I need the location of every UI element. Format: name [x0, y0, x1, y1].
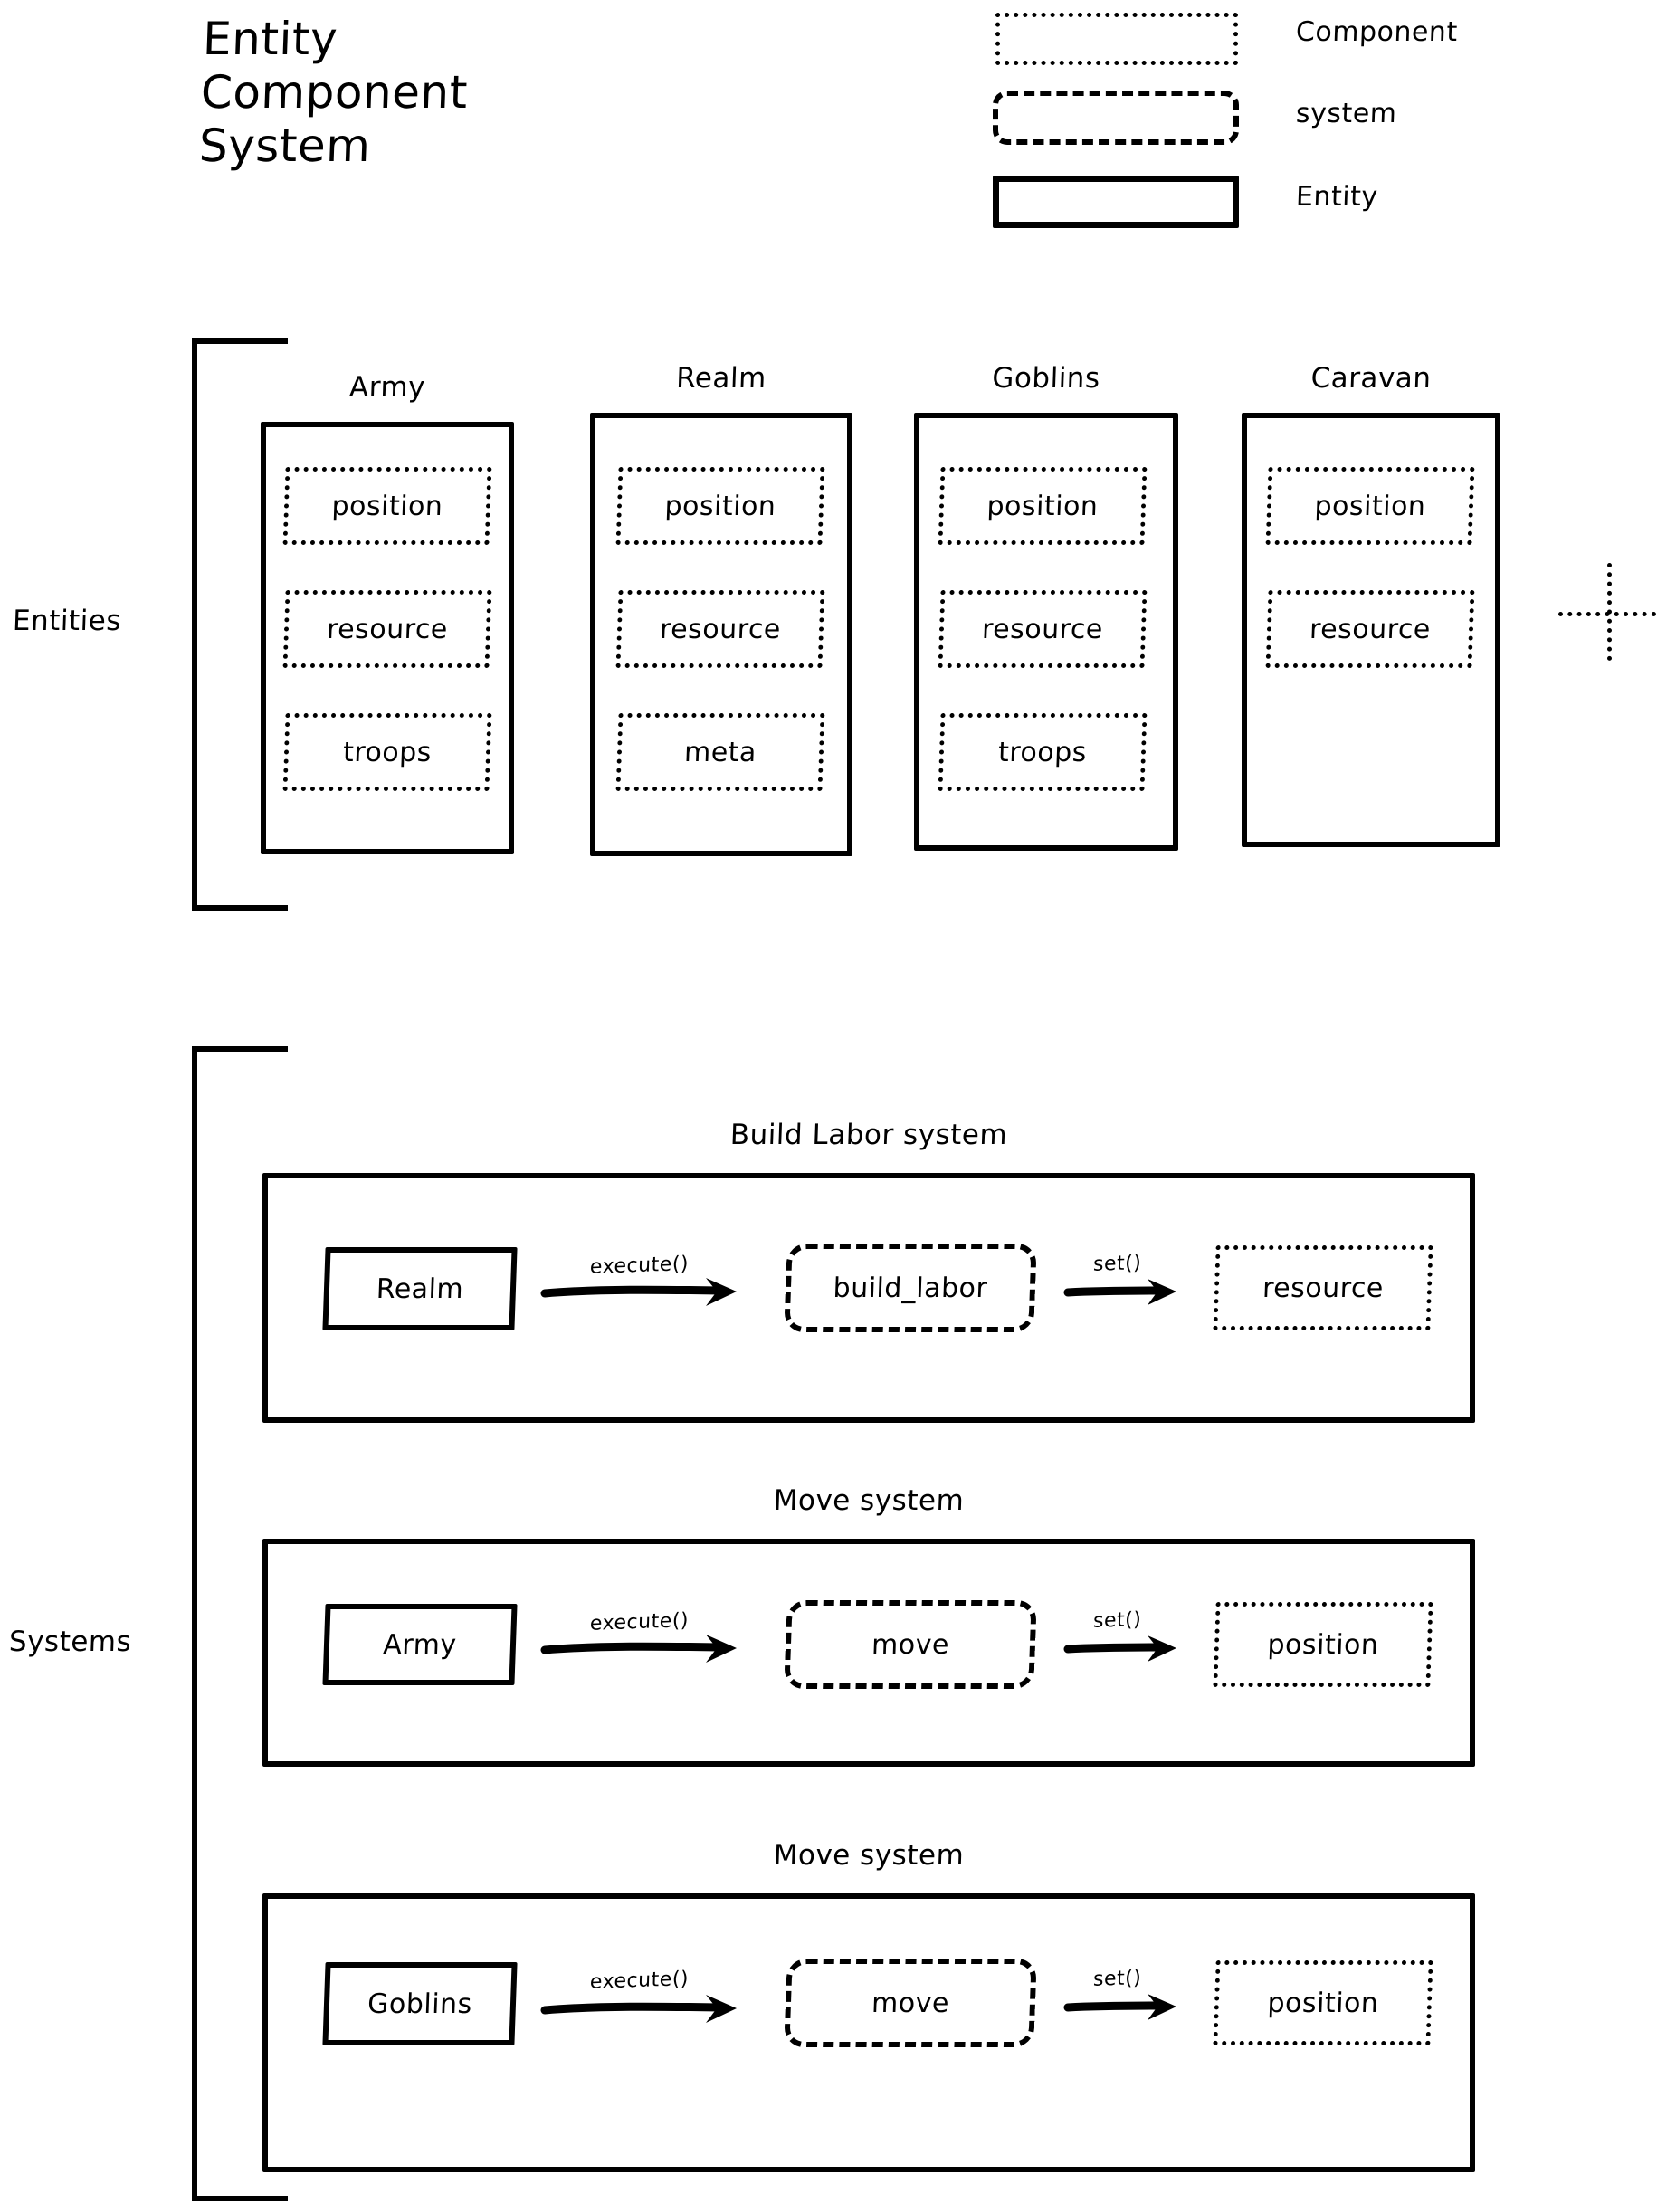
entity-title-army: Army: [348, 371, 426, 404]
component-chip-position[interactable]: position: [282, 467, 492, 545]
entity-card-realm[interactable]: Realm position resource meta: [590, 362, 852, 856]
legend-label-system: system: [1295, 98, 1398, 129]
set-arrow-icon: [1063, 1989, 1195, 2026]
legend-swatch-system: [993, 91, 1239, 145]
execute-arrow-icon: [540, 1273, 753, 1312]
component-chip-resource[interactable]: resource: [1265, 590, 1475, 668]
legend-label-entity: Entity: [1295, 181, 1379, 213]
system-component-chip[interactable]: resource: [1213, 1245, 1433, 1330]
component-chip-resource[interactable]: resource: [938, 590, 1148, 668]
title-line-3: System: [197, 119, 372, 172]
legend-label-component: Component: [1295, 16, 1459, 48]
system-row-build-labor[interactable]: Build Labor system Realm execute() build…: [262, 1119, 1475, 1423]
system-row-move-army[interactable]: Move system Army execute() move set() po…: [262, 1484, 1475, 1767]
systems-group-label: Systems: [8, 1626, 132, 1658]
set-arrow-label: set(): [1092, 1608, 1142, 1633]
system-title: Build Labor system: [729, 1119, 1008, 1151]
set-arrow-icon: [1063, 1274, 1195, 1311]
entity-title-realm: Realm: [675, 362, 767, 395]
component-chip-position[interactable]: position: [938, 467, 1148, 545]
title-line-1: Entity: [202, 13, 339, 65]
set-arrow-label: set(): [1092, 1252, 1142, 1276]
component-chip-resource[interactable]: resource: [282, 590, 492, 668]
entity-title-caravan: Caravan: [1309, 362, 1433, 395]
execute-arrow-icon: [540, 1989, 753, 2029]
ellipsis-cross-vertical-icon: [1607, 563, 1612, 661]
system-component-chip[interactable]: position: [1213, 1960, 1433, 2045]
entity-card-caravan[interactable]: Caravan position resource: [1242, 362, 1500, 847]
system-entity-chip[interactable]: Realm: [322, 1247, 518, 1330]
component-chip-troops[interactable]: troops: [938, 713, 1148, 791]
component-chip-position[interactable]: position: [1265, 467, 1475, 545]
legend-swatch-component: [995, 13, 1238, 65]
entity-card-goblins[interactable]: Goblins position resource troops: [914, 362, 1178, 851]
set-arrow-label: set(): [1092, 1967, 1142, 1991]
system-function-chip[interactable]: move: [784, 1600, 1037, 1689]
system-row-move-goblins[interactable]: Move system Goblins execute() move set()…: [262, 1839, 1475, 2172]
legend-swatch-entity: [993, 176, 1239, 228]
system-entity-chip[interactable]: Goblins: [322, 1962, 518, 2045]
page-title: Entity Component System: [198, 13, 471, 173]
entities-group-label: Entities: [12, 605, 122, 637]
entity-card-army[interactable]: Army position resource troops: [261, 371, 514, 854]
component-chip-resource[interactable]: resource: [615, 590, 825, 668]
entity-title-goblins: Goblins: [991, 362, 1101, 395]
component-chip-position[interactable]: position: [615, 467, 825, 545]
execute-arrow-icon: [540, 1629, 753, 1669]
title-line-2: Component: [200, 66, 469, 119]
component-chip-meta[interactable]: meta: [615, 713, 825, 791]
system-title: Move system: [773, 1839, 965, 1872]
system-function-chip[interactable]: move: [784, 1959, 1037, 2047]
entities-bracket: [192, 338, 288, 911]
system-entity-chip[interactable]: Army: [322, 1604, 518, 1685]
system-title: Move system: [773, 1484, 965, 1517]
system-component-chip[interactable]: position: [1213, 1602, 1433, 1687]
system-function-chip[interactable]: build_labor: [784, 1244, 1037, 1332]
set-arrow-icon: [1063, 1631, 1195, 1667]
systems-bracket: [192, 1046, 288, 2201]
component-chip-troops[interactable]: troops: [282, 713, 492, 791]
